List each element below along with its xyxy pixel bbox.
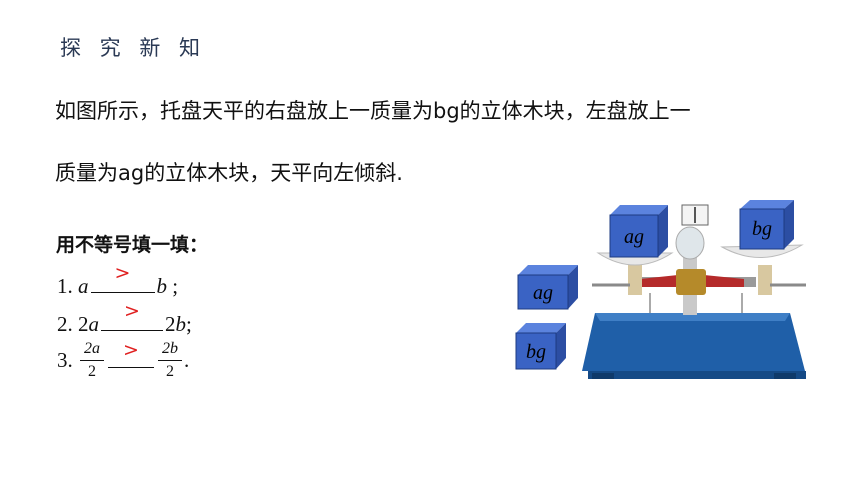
q3-right-numerator: 2b	[158, 338, 182, 361]
problem-line-2: 质量为ag的立体木块，天平向左倾斜.	[55, 161, 403, 185]
block-1-label: ag	[624, 226, 644, 248]
question-1: 1. a > b ;	[57, 262, 179, 299]
balance-scale-figure: ag bg ag bg	[515, 200, 806, 379]
q3-left-denominator: 2	[88, 363, 96, 380]
scale-base	[582, 313, 806, 379]
block-ag-standalone: ag	[517, 265, 578, 310]
q3-left-fraction: 2a 2	[80, 338, 104, 383]
q3-left-numerator: 2a	[80, 338, 104, 361]
block-bg-standalone: bg	[515, 323, 566, 370]
q3-blank: >	[108, 339, 154, 368]
block-ag-on-pan: ag	[609, 205, 668, 258]
question-3: 3. 2a 2 > 2b 2 .	[57, 338, 189, 383]
q1-blank: >	[90, 262, 155, 293]
q2-tail: ;	[186, 312, 192, 336]
q3-answer: >	[123, 339, 139, 361]
q3-right-fraction: 2b 2	[158, 338, 182, 383]
q1-answer: >	[114, 262, 131, 284]
scale-dial	[675, 204, 709, 260]
q2-left-coef: 2	[78, 312, 89, 336]
q1-tail: ;	[172, 274, 179, 298]
block-4-label: bg	[526, 341, 546, 363]
q3-number: 3.	[57, 348, 73, 372]
problem-line-1: 如图所示，托盘天平的右盘放上一质量为bg的立体木块，左盘放上一	[55, 99, 691, 123]
q2-right-var: b	[175, 312, 187, 336]
q1-number: 1.	[57, 274, 73, 298]
q1-left: a	[78, 274, 89, 298]
block-3-label: ag	[533, 282, 553, 304]
q2-answer: >	[124, 300, 140, 322]
exercise-instruction: 用不等号填一填：	[56, 234, 209, 256]
block-bg-on-pan: bg	[739, 200, 794, 250]
section-title: 探 究 新 知	[60, 36, 207, 60]
block-2-label: bg	[752, 218, 772, 240]
q2-left-var: a	[88, 312, 100, 336]
q3-right-denominator: 2	[166, 363, 174, 380]
q2-right-coef: 2	[165, 312, 176, 336]
question-2: 2. 2a>2b;	[57, 300, 192, 337]
q2-blank: >	[101, 300, 163, 331]
q2-number: 2.	[57, 312, 73, 336]
q3-tail: .	[184, 348, 190, 372]
q1-right: b	[156, 274, 168, 298]
scale-beam	[592, 245, 806, 315]
